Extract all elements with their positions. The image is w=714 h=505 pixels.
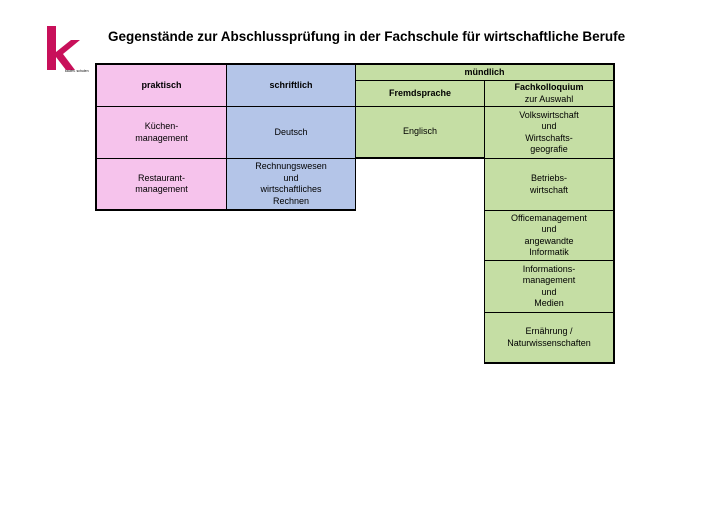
fachkolloquium-cell: Betriebs-wirtschaft [484, 158, 615, 211]
logo-small-text: kaufm. schulen [65, 69, 89, 73]
header-praktisch: praktisch [95, 63, 227, 107]
fachkolloquium-cell: Ernährung /Naturwissenschaften [484, 312, 615, 364]
header-fremdsprache: Fremdsprache [355, 80, 485, 107]
fremdsprache-cell: Englisch [355, 106, 485, 159]
school-logo: kaufm. schulen [47, 26, 89, 73]
header-schriftlich: schriftlich [226, 63, 356, 107]
page-title: Gegenstände zur Abschlussprüfung in der … [108, 29, 626, 44]
schriftlich-cell: Deutsch [226, 106, 356, 159]
header-fachkolloquium: Fachkolloquium zur Auswahl [484, 80, 615, 107]
praktisch-cell: Küchen-management [95, 106, 227, 159]
praktisch-cell: Restaurant-management [95, 158, 227, 211]
header-muendlich: mündlich [355, 63, 615, 81]
